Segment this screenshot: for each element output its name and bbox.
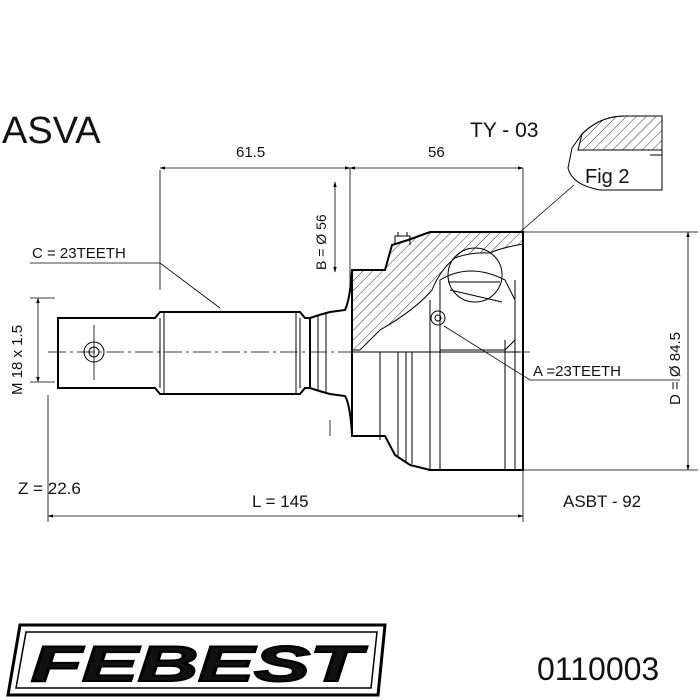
febest-logo: FEBEST: [6, 623, 387, 697]
model-code: TY - 03: [470, 119, 538, 142]
bell-housing: [350, 231, 524, 471]
thread-label: M 18 x 1.5: [9, 325, 26, 395]
thread-dimension: M 18 x 1.5: [9, 297, 55, 395]
brand-logo-text: FEBEST: [31, 636, 368, 692]
z-value-label: Z = 22.6: [18, 479, 81, 498]
inner-teeth-label: A =23TEETH: [533, 363, 621, 380]
outer-diameter-dimension: D = Ø 84.5: [523, 231, 698, 471]
fig2-callout: Fig 2: [519, 115, 663, 233]
top-dimensions: 61.5 56: [159, 144, 524, 290]
outer-teeth-label: C = 23TEETH: [32, 245, 126, 262]
part-number: 0110003: [537, 651, 659, 687]
bore-dimension: B = Ø 56: [313, 181, 337, 273]
brand-left-title: ASVA: [2, 110, 101, 152]
length-label: L = 145: [252, 492, 309, 511]
asbt-part-label: ASBT - 92: [563, 492, 641, 511]
length-dimension: [47, 395, 524, 522]
fig2-label: Fig 2: [585, 166, 629, 188]
dim-56: 56: [428, 144, 445, 161]
bore-label: B = Ø 56: [313, 214, 329, 270]
dim-61-5: 61.5: [236, 144, 265, 161]
outer-diameter-label: D = Ø 84.5: [667, 332, 684, 405]
